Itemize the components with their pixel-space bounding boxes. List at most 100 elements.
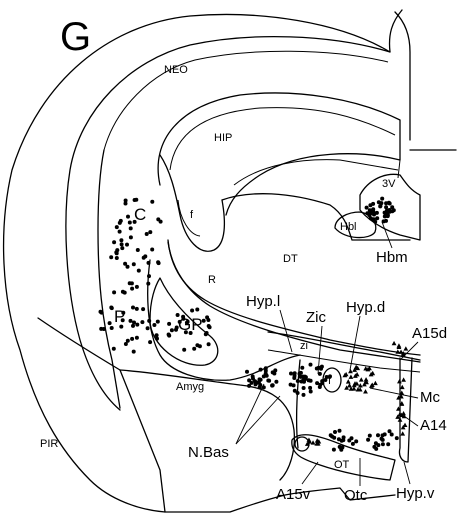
putamen-dot [129, 319, 133, 323]
habenula-dot [377, 200, 381, 204]
otc-dot [338, 429, 342, 433]
callout-zic: Zic [306, 309, 326, 326]
caudate-putamen-dot [150, 248, 154, 252]
caudate-putamen-dot [142, 256, 146, 260]
otc-dot [351, 442, 355, 446]
habenula-dot [375, 211, 379, 215]
otc-dot [350, 436, 354, 440]
zona-incerta-band [268, 332, 420, 360]
label-neo: NEO [164, 64, 188, 76]
n-bas-dot [257, 380, 261, 384]
putamen-dot [121, 311, 125, 315]
caudate-putamen-dot [129, 226, 133, 230]
caudate-putamen-dot [118, 230, 122, 234]
hyp-d-triangle [363, 389, 368, 393]
leader-hyp-l [280, 310, 292, 352]
n-bas-dot [262, 374, 266, 378]
habenula-dot [372, 217, 376, 221]
hyp-d-triangle [349, 375, 354, 379]
leader-n-bas-2 [236, 384, 264, 444]
callout-a15d: A15d [412, 325, 447, 342]
otc-dot [354, 439, 358, 443]
leader-hyp-d [350, 316, 360, 370]
globus-pallidus-dot [174, 328, 178, 332]
caudate-putamen-dot [136, 248, 140, 252]
hyp-l-dot [292, 383, 296, 387]
hyp-l-dot [301, 375, 305, 379]
a15d-triangle [392, 341, 397, 345]
putamen-dot [131, 306, 135, 310]
hyp-v-dot [366, 438, 370, 442]
hyp-l-dot [315, 367, 319, 371]
habenula-dot [378, 204, 382, 208]
globus-pallidus-dot [186, 320, 190, 324]
leader-a15v [302, 462, 318, 484]
hyp-v-dot [388, 429, 392, 433]
putamen-dot [152, 323, 156, 327]
label-amyg: Amyg [176, 381, 204, 393]
label-zi: zi [300, 340, 308, 352]
hyp-l-dot [318, 383, 322, 387]
label-hbl: Hbl [340, 221, 357, 233]
globus-pallidus-dot [190, 309, 194, 313]
caudate-putamen-dot [109, 255, 113, 259]
internal-capsule [148, 260, 300, 380]
hyp-d-triangle [346, 379, 351, 383]
caudate-putamen-dot [115, 225, 119, 229]
globus-pallidus-dot [198, 344, 202, 348]
a14-triangle [401, 411, 406, 415]
callout-a14: A14 [420, 417, 447, 434]
hyp-v-dot [368, 434, 372, 438]
habenula-dot [368, 203, 372, 207]
globus-pallidus-dot [192, 347, 196, 351]
caudate-putamen-dot [156, 217, 160, 221]
label-p: P [114, 307, 125, 326]
hyp-v-dot [381, 438, 385, 442]
putamen-dot [132, 350, 136, 354]
otc-dot [332, 436, 336, 440]
hyp-l-dot [289, 372, 293, 376]
globus-pallidus-dot [182, 348, 186, 352]
putamen-dot [112, 290, 116, 294]
hyp-v-dot [395, 436, 399, 440]
putamen-dot [135, 323, 139, 327]
caudate-putamen-dot [126, 215, 130, 219]
hyp-l-dot [299, 371, 303, 375]
globus-pallidus-dot [184, 330, 188, 334]
putamen-dot [119, 325, 123, 329]
hyp-v-dot [381, 442, 385, 446]
caudate-putamen-dot [119, 219, 123, 223]
caudate-putamen-dot [157, 261, 161, 265]
putamen-dot [141, 307, 145, 311]
hyp-l-dot [328, 374, 332, 378]
label-pir: PIR [40, 438, 58, 450]
putamen-dot [135, 307, 139, 311]
otc-dot [332, 448, 336, 452]
hyp-l-dot [296, 379, 300, 383]
putamen-dot [130, 337, 134, 341]
putamen-dot [123, 291, 127, 295]
caudate-putamen-dot [137, 269, 141, 273]
hyp-l-dot [309, 390, 313, 394]
putamen-dot [112, 347, 116, 351]
dorsal-thalamus-outline [222, 194, 410, 240]
hyp-v-dot [381, 433, 385, 437]
hyp-l-dot [302, 386, 306, 390]
hyp-v-dot [372, 445, 376, 449]
a15v-triangle [311, 440, 316, 444]
putamen-dot [109, 306, 113, 310]
hyp-l-dot [309, 379, 313, 383]
globus-pallidus-dot [167, 322, 171, 326]
globus-pallidus-dot [189, 331, 193, 335]
caudate-putamen-dot [147, 261, 151, 265]
piriform-boundary [38, 318, 165, 512]
a15d-triangle [403, 346, 408, 350]
caudate-putamen-dot [120, 246, 124, 250]
panel-label: G [60, 15, 91, 59]
label-r: R [208, 274, 216, 286]
globus-pallidus-dot [176, 313, 180, 317]
globus-pallidus-dot [170, 328, 174, 332]
globus-pallidus-dot [207, 342, 211, 346]
hyp-l-dot [308, 386, 312, 390]
hippocampus-outline [158, 93, 400, 215]
